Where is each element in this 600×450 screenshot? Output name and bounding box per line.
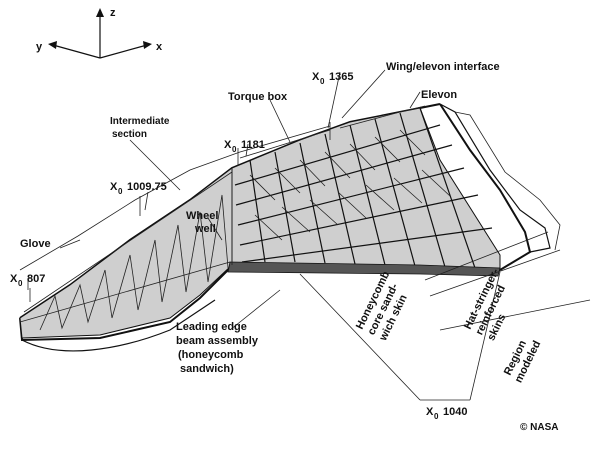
x0-1040-value: 1040 — [443, 406, 467, 418]
x0-1365-value: 1365 — [329, 71, 353, 83]
z-arrow-icon — [96, 8, 104, 17]
label-leading-edge-2: beam assembly — [176, 335, 259, 347]
station-ticks — [27, 122, 331, 290]
label-wing-elevon-interface: Wing/elevon interface — [386, 61, 500, 73]
label-region-modeled: Region modeled — [502, 338, 543, 385]
label-wheel-2: well — [194, 223, 216, 235]
x0-1009-leader — [144, 191, 149, 211]
glove-lower-chord — [19, 261, 231, 323]
label-torque-box: Torque box — [228, 91, 288, 103]
glove-truss — [19, 166, 233, 339]
x0-1181-leader — [245, 143, 249, 157]
elevon-dimension — [339, 105, 426, 129]
label-x0-1040: X 0 1040 — [426, 406, 467, 421]
credit-nasa: © NASA — [520, 422, 558, 433]
x0-1040-sub: 0 — [434, 412, 439, 421]
x0-807-sub: 0 — [18, 279, 23, 288]
label-honeycomb: Honeycomb core sand- wich skin — [354, 269, 410, 343]
intermediate-leader — [129, 139, 181, 191]
x0-807-prefix: X — [10, 273, 18, 285]
torque-box-bracing — [249, 129, 451, 241]
y-axis-label: y — [36, 41, 43, 53]
x-arrow-icon — [143, 41, 152, 49]
label-intermediate-2: section — [112, 129, 147, 140]
x0-1181-sub: 0 — [232, 145, 237, 154]
leading-edge-leader — [229, 289, 281, 331]
label-leading-edge-1: Leading edge — [176, 321, 247, 333]
x0-1365-sub: 0 — [320, 77, 325, 86]
wing-elevon-leader — [341, 69, 386, 119]
elevon-rear-edge — [454, 111, 561, 251]
wheel-well-leader — [207, 217, 223, 241]
label-x0-1009: X 0 1009.75 — [110, 181, 167, 196]
x0-1181-prefix: X — [224, 139, 232, 151]
label-leading-edge-4: sandwich) — [180, 363, 234, 375]
torque-box-dimension — [239, 129, 331, 159]
region-dimension-lines — [424, 231, 591, 331]
x-axis-label: x — [156, 41, 163, 53]
elevon-leader — [409, 91, 421, 109]
x0-1365-leader — [327, 71, 341, 129]
glove-truss-members — [39, 194, 229, 331]
torque-box-spars — [234, 124, 493, 263]
label-wheel-1: Wheel — [186, 210, 218, 222]
x0-1009-value: 1009.75 — [127, 181, 167, 193]
x0-1181-value: 1181 — [241, 139, 265, 151]
label-hat-stringer: Hat-stringer- reinforced skins — [462, 266, 508, 342]
label-x0-807: X 0 807 — [10, 273, 45, 288]
label-x0-1365: X 0 1365 — [312, 71, 353, 86]
leading-edge-fillet — [21, 299, 216, 352]
label-intermediate-1: Intermediate — [110, 116, 170, 127]
trailing-edge — [439, 103, 532, 271]
label-glove: Glove — [20, 238, 51, 250]
torque-box-grid — [227, 107, 501, 277]
torque-box-leader — [269, 99, 291, 143]
x-axis — [99, 44, 148, 59]
y-axis — [52, 44, 101, 59]
label-x0-1181: X 0 1181 — [224, 139, 265, 154]
x0-1365-prefix: X — [312, 71, 320, 83]
x0-1040-extension-lines — [299, 271, 501, 401]
label-elevon: Elevon — [421, 89, 457, 101]
label-leading-edge-3: (honeycomb — [178, 349, 244, 361]
z-axis-label: z — [110, 7, 116, 19]
x0-1040-prefix: X — [426, 406, 434, 418]
dimension-lines — [19, 69, 591, 401]
upper-span-dimension — [19, 125, 331, 271]
y-arrow-icon — [48, 41, 57, 49]
x0-1009-prefix: X — [110, 181, 118, 193]
glove-leader — [59, 239, 81, 249]
axis-triad: z y x — [36, 7, 163, 59]
glove-upper-chord — [23, 171, 233, 313]
x0-807-value: 807 — [27, 273, 45, 285]
leading-edge-beam — [227, 261, 501, 277]
x0-1009-sub: 0 — [118, 187, 123, 196]
